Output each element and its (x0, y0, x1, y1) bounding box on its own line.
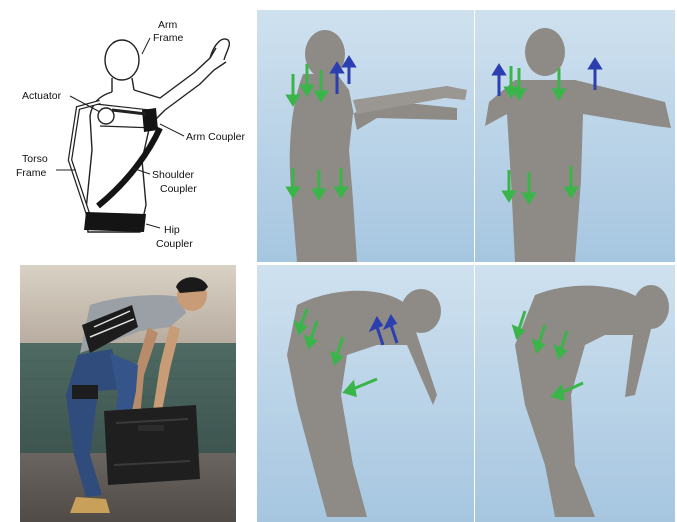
knee-brace (72, 385, 98, 399)
label-hip-coupler-2: Coupler (156, 238, 193, 250)
carry-case (104, 405, 200, 485)
boot-left (70, 497, 110, 513)
render-svg-1 (257, 10, 474, 262)
label-arm-frame-1: Arm (158, 19, 178, 31)
render-panel-bottom-right (475, 265, 675, 522)
shoulder-coupler (98, 128, 160, 206)
render-panel-top-left (257, 10, 474, 262)
label-arm-frame-2: Frame (153, 32, 183, 44)
label-arm-coupler: Arm Coupler (186, 131, 245, 143)
label-hip-coupler-1: Hip (164, 224, 180, 236)
photo-lifting (20, 265, 236, 522)
label-actuator: Actuator (22, 90, 62, 102)
photo-svg (20, 265, 236, 522)
hip-coupler (84, 212, 146, 232)
arm-frame (112, 110, 146, 114)
render-svg-3 (257, 265, 474, 522)
actuator (98, 108, 114, 124)
label-torso-frame-2: Frame (16, 167, 46, 179)
hand (210, 39, 229, 60)
figure-body (515, 286, 651, 517)
render-panel-bottom-left (257, 265, 474, 522)
torso-frame (70, 102, 100, 214)
render-panel-top-right (475, 10, 675, 262)
exoskeleton-diagram: Arm Frame Actuator Arm Coupler Torso Fra… (0, 0, 255, 262)
label-shoulder-coupler-1: Shoulder (152, 169, 195, 181)
render-svg-4 (475, 265, 675, 522)
figure-body (485, 80, 671, 262)
raised-arm (134, 48, 226, 110)
head-outline (105, 40, 139, 80)
diagram-svg: Arm Frame Actuator Arm Coupler Torso Fra… (0, 0, 255, 262)
render-svg-2 (475, 10, 675, 262)
label-torso-frame-1: Torso (22, 153, 48, 165)
arm-coupler (142, 108, 158, 132)
label-shoulder-coupler-2: Coupler (160, 183, 197, 195)
